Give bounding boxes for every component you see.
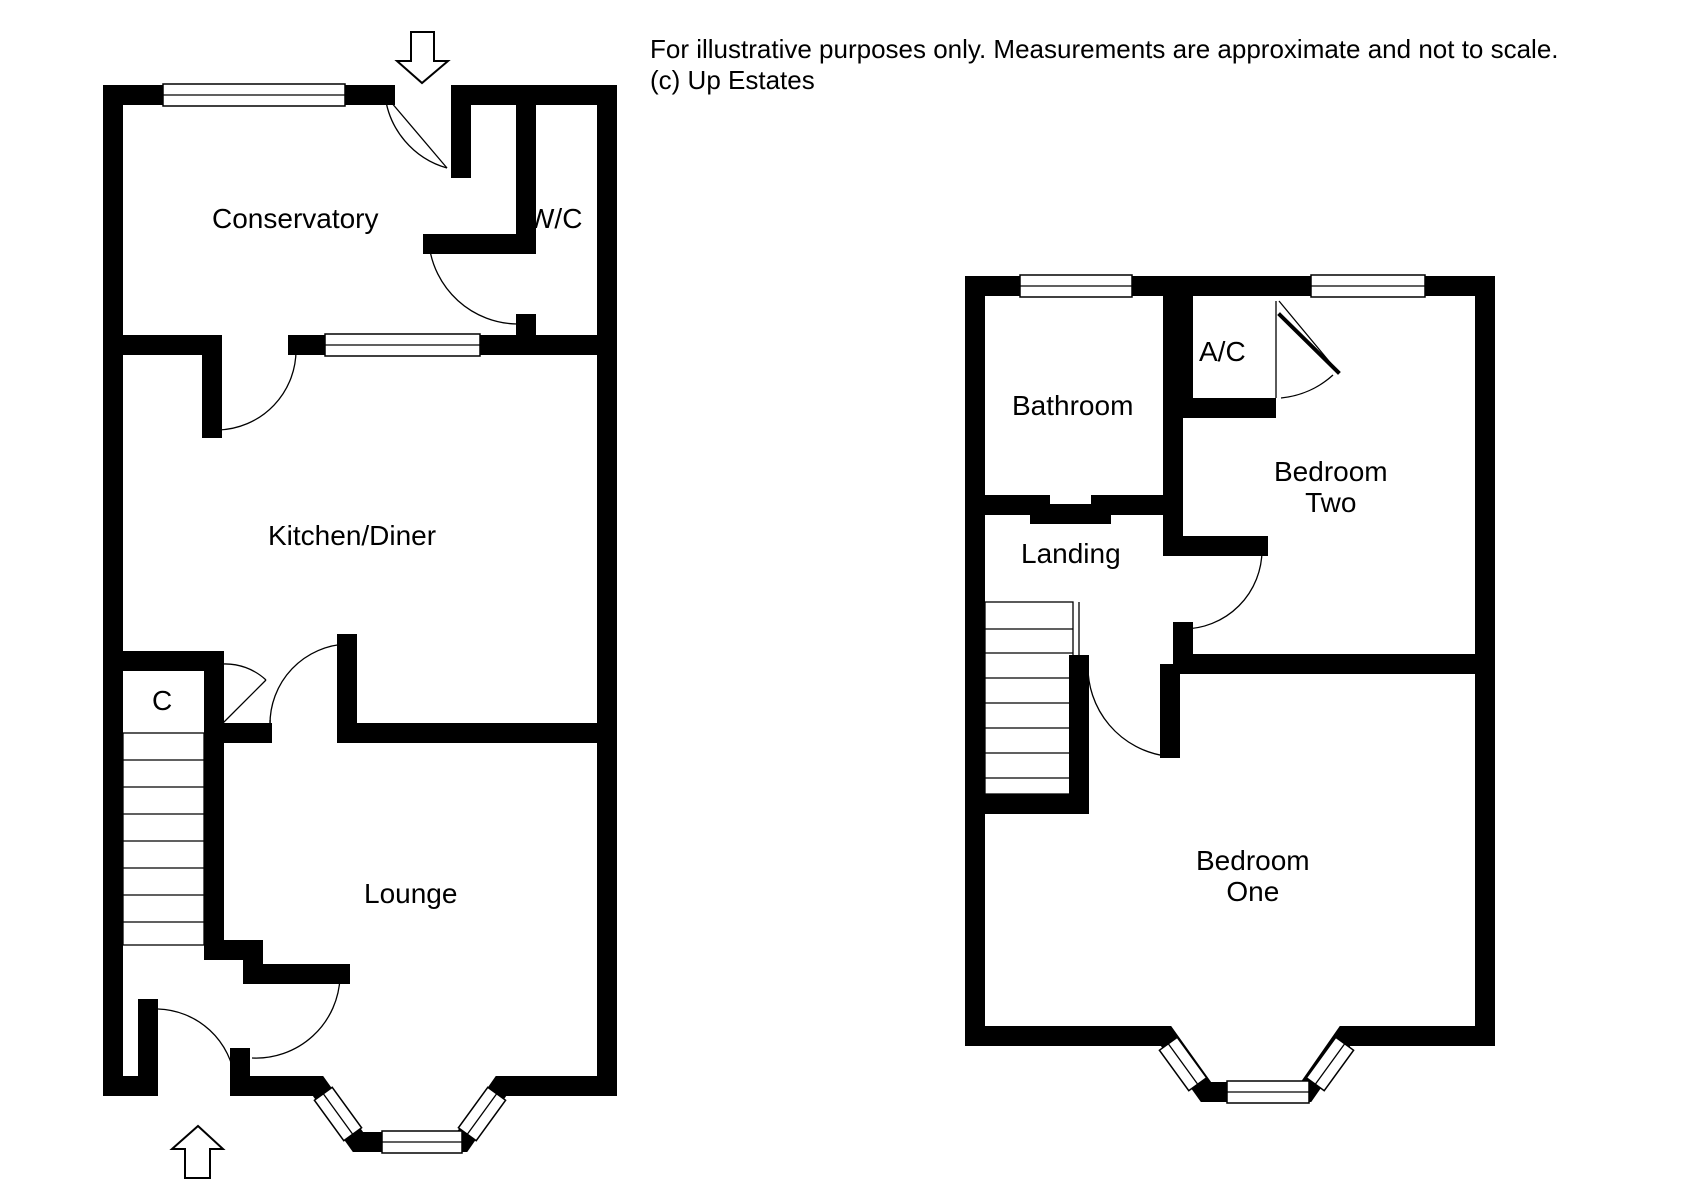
window-icon [313, 1086, 363, 1142]
kitchen-lounge-wall [337, 634, 617, 743]
door-swing-icon [384, 94, 448, 169]
window-icon [1158, 1036, 1208, 1092]
door-swing-icon [220, 663, 267, 726]
staircase-icon [122, 732, 205, 946]
landing-top-wall [975, 495, 1173, 524]
bedroom-two-line-2: Two [1305, 487, 1357, 518]
window-icon [1305, 1036, 1355, 1092]
entrance-arrow-icon [169, 1124, 226, 1179]
conservatory-kitchen-wall [103, 335, 222, 438]
entrance-arrow-icon [394, 31, 451, 85]
cupboard-wall [103, 651, 350, 984]
copyright-line: (c) Up Estates [650, 65, 815, 95]
room-label-bathroom: Bathroom [1012, 390, 1134, 421]
door-swing-icon [428, 243, 518, 325]
wc-partition-wall [423, 85, 536, 254]
first-floor-windows [1019, 274, 1426, 1104]
door-swing-icon [1087, 663, 1167, 757]
bedroom-one-line-1: Bedroom [1196, 845, 1310, 876]
staircase-icon [984, 601, 1080, 795]
door-swing-icon [157, 1008, 236, 1081]
bedroom-two-lower-wall [1173, 622, 1495, 674]
bedroom-two-line-1: Bedroom [1274, 456, 1388, 487]
room-label-kitchen-diner: Kitchen/Diner [268, 520, 437, 551]
disclaimer-line-1: For illustrative purposes only. Measurem… [650, 34, 1559, 64]
stair-well-wall [975, 655, 1089, 814]
ac-wall [1173, 276, 1276, 418]
bedroom-one-line-2: One [1226, 876, 1280, 907]
room-label-cupboard: C [152, 685, 173, 716]
door-swing-icon [269, 643, 348, 726]
room-label-airing-cupboard: A/C [1199, 336, 1246, 367]
door-swing-icon [1275, 300, 1341, 399]
first-floor-doors [1087, 300, 1341, 757]
ground-outer-wall [103, 85, 395, 1096]
room-label-conservatory: Conservatory [212, 203, 379, 234]
room-label-wc: W/C [528, 203, 583, 234]
window-icon [457, 1086, 507, 1142]
ground-floor-windows [162, 83, 507, 1154]
ground-floor-plan [103, 85, 617, 1152]
disclaimer-text: For illustrative purposes only. Measurem… [650, 34, 1559, 96]
door-swing-icon [251, 976, 341, 1059]
door-swing-icon [1182, 549, 1263, 630]
room-label-landing: Landing [1021, 538, 1121, 569]
room-label-bedroom-two: Bedroom Two [1274, 456, 1388, 518]
room-label-lounge: Lounge [364, 878, 458, 909]
door-swing-icon [217, 345, 297, 431]
ground-floor-doors [157, 94, 518, 1081]
room-label-bedroom-one: Bedroom One [1196, 845, 1310, 907]
